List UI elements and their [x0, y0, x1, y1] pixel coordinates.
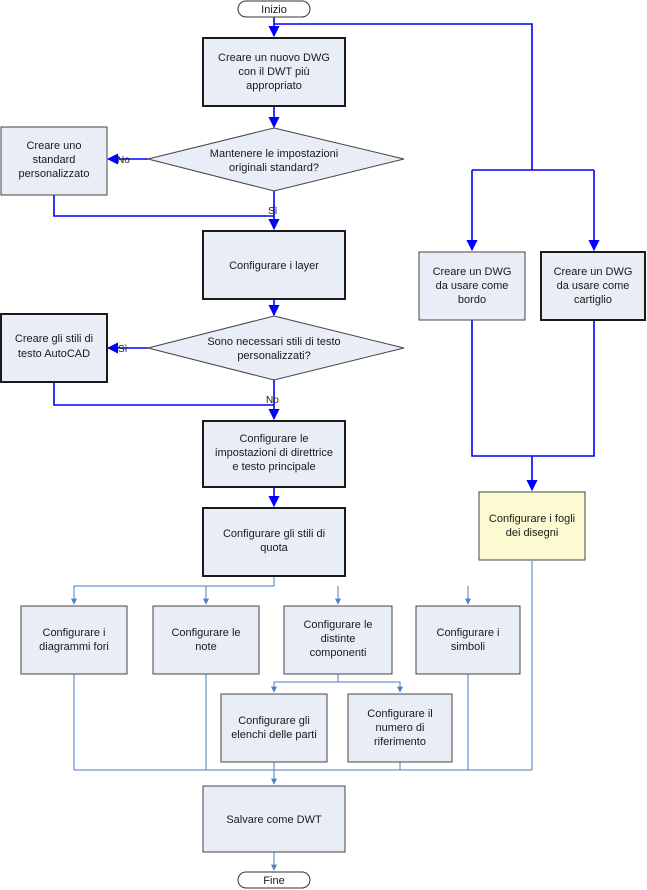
main-connectors [53, 17, 600, 508]
border-dwg-line-1: Creare un DWG [433, 266, 512, 278]
notes-box: Configurare le note [152, 605, 260, 675]
text-styles-box: Creare gli stili di testo AutoCAD [0, 313, 108, 383]
title-block-dwg-line-1: Creare un DWG [554, 266, 633, 278]
symbols-line-2: simboli [451, 641, 485, 653]
connector-bom-to-sub-bus [273, 674, 401, 692]
dim-styles-line-1: Configurare gli stili di [223, 528, 325, 540]
bom-line-1: Configurare le [303, 619, 372, 631]
drawing-sheets-box: Configurare i fogli dei disegni [478, 491, 586, 561]
dim-styles-line-2: quota [260, 542, 288, 554]
hole-charts-line-2: diagrammi fori [39, 641, 109, 653]
title-block-dwg-box: Creare un DWG da usare come cartiglio [540, 251, 646, 321]
custom-standard-line-3: personalizzato [19, 168, 90, 180]
symbols-line-1: Configurare i [437, 627, 500, 639]
border-dwg-line-2: da usare come [436, 280, 509, 292]
connector-top-right-branch [274, 23, 533, 170]
secondary-connectors [71, 561, 533, 871]
connector-dim-to-children-bus [73, 576, 469, 604]
bom-box: Configurare le distinte componenti [283, 605, 393, 675]
bom-line-3: componenti [310, 647, 367, 659]
create-new-dwg-box: Creare un nuovo DWG con il DWT più appro… [202, 37, 346, 107]
leader-text-line-3: e testo principale [232, 461, 315, 473]
connector-title-block-to-sheets [526, 320, 595, 492]
connector-collect-bus [73, 561, 533, 771]
custom-standard-box: Creare uno standard personalizzato [0, 126, 108, 196]
balloons-box: Configurare il numero di riferimento [347, 693, 453, 763]
balloons-line-2: numero di [376, 722, 425, 734]
label-standard-no: No [117, 155, 130, 166]
end-terminal: Fine [237, 871, 311, 889]
decision-text-styles-line-2: personalizzati? [237, 350, 310, 362]
hole-charts-line-1: Configurare i [43, 627, 106, 639]
custom-standard-line-2: standard [33, 154, 76, 166]
leader-text-box: Configurare le impostazioni di direttric… [202, 420, 346, 488]
drawing-sheets-line-2: dei disegni [506, 527, 559, 539]
drawing-sheets-line-1: Configurare i fogli [489, 513, 575, 525]
title-block-dwg-line-2: da usare come [557, 280, 630, 292]
text-styles-line-2: testo AutoCAD [18, 348, 90, 360]
border-dwg-line-3: bordo [458, 294, 486, 306]
save-dwt-box: Salvare come DWT [202, 785, 346, 853]
dim-styles-box: Configurare gli stili di quota [202, 507, 346, 577]
decision-keep-standard-line-2: originali standard? [229, 162, 319, 174]
create-new-dwg-line-2: con il DWT più [238, 66, 309, 78]
hole-charts-box: Configurare i diagrammi fori [20, 605, 128, 675]
text-styles-line-1: Creare gli stili di [15, 333, 93, 345]
connector-text-styles-merge [53, 382, 274, 406]
notes-line-1: Configurare le [171, 627, 240, 639]
decision-text-styles-line-1: Sono necessari stili di testo [207, 336, 340, 348]
decision-keep-standard-line-1: Mantenere le impostazioni [210, 148, 338, 160]
parts-lists-line-1: Configurare gli [238, 715, 310, 727]
label-standard-yes: Sì [268, 206, 278, 217]
configure-layers-box: Configurare i layer [202, 230, 346, 300]
start-terminal: Inizio [237, 0, 311, 18]
balloons-line-1: Configurare il [367, 708, 432, 720]
parts-lists-box: Configurare gli elenchi delle parti [220, 693, 328, 763]
create-new-dwg-line-3: appropriato [246, 80, 302, 92]
leader-text-line-1: Configurare le [239, 433, 308, 445]
decision-text-styles: Sono necessari stili di testo personaliz… [147, 315, 405, 381]
notes-line-2: note [195, 641, 216, 653]
connector-custom-standard-merge [53, 195, 274, 217]
configure-layers-label: Configurare i layer [229, 260, 319, 272]
custom-standard-line-1: Creare uno [26, 140, 81, 152]
title-block-dwg-line-3: cartiglio [574, 294, 612, 306]
parts-lists-line-2: elenchi delle parti [231, 729, 317, 741]
balloons-line-3: riferimento [374, 736, 426, 748]
start-label: Inizio [261, 4, 287, 16]
save-dwt-label: Salvare come DWT [226, 814, 322, 826]
label-text-styles-yes: Sì [118, 344, 128, 355]
create-new-dwg-line-1: Creare un nuovo DWG [218, 52, 330, 64]
border-dwg-box: Creare un DWG da usare come bordo [418, 251, 526, 321]
label-text-styles-no: No [266, 395, 279, 406]
connector-border-to-sheets [471, 320, 532, 457]
connector-branch-to-border [472, 169, 594, 250]
leader-text-line-2: impostazioni di direttrice [215, 447, 333, 459]
symbols-box: Configurare i simboli [415, 605, 521, 675]
decision-keep-standard: Mantenere le impostazioni originali stan… [147, 127, 405, 192]
bom-line-2: distinte [321, 633, 356, 645]
end-label: Fine [263, 875, 284, 887]
